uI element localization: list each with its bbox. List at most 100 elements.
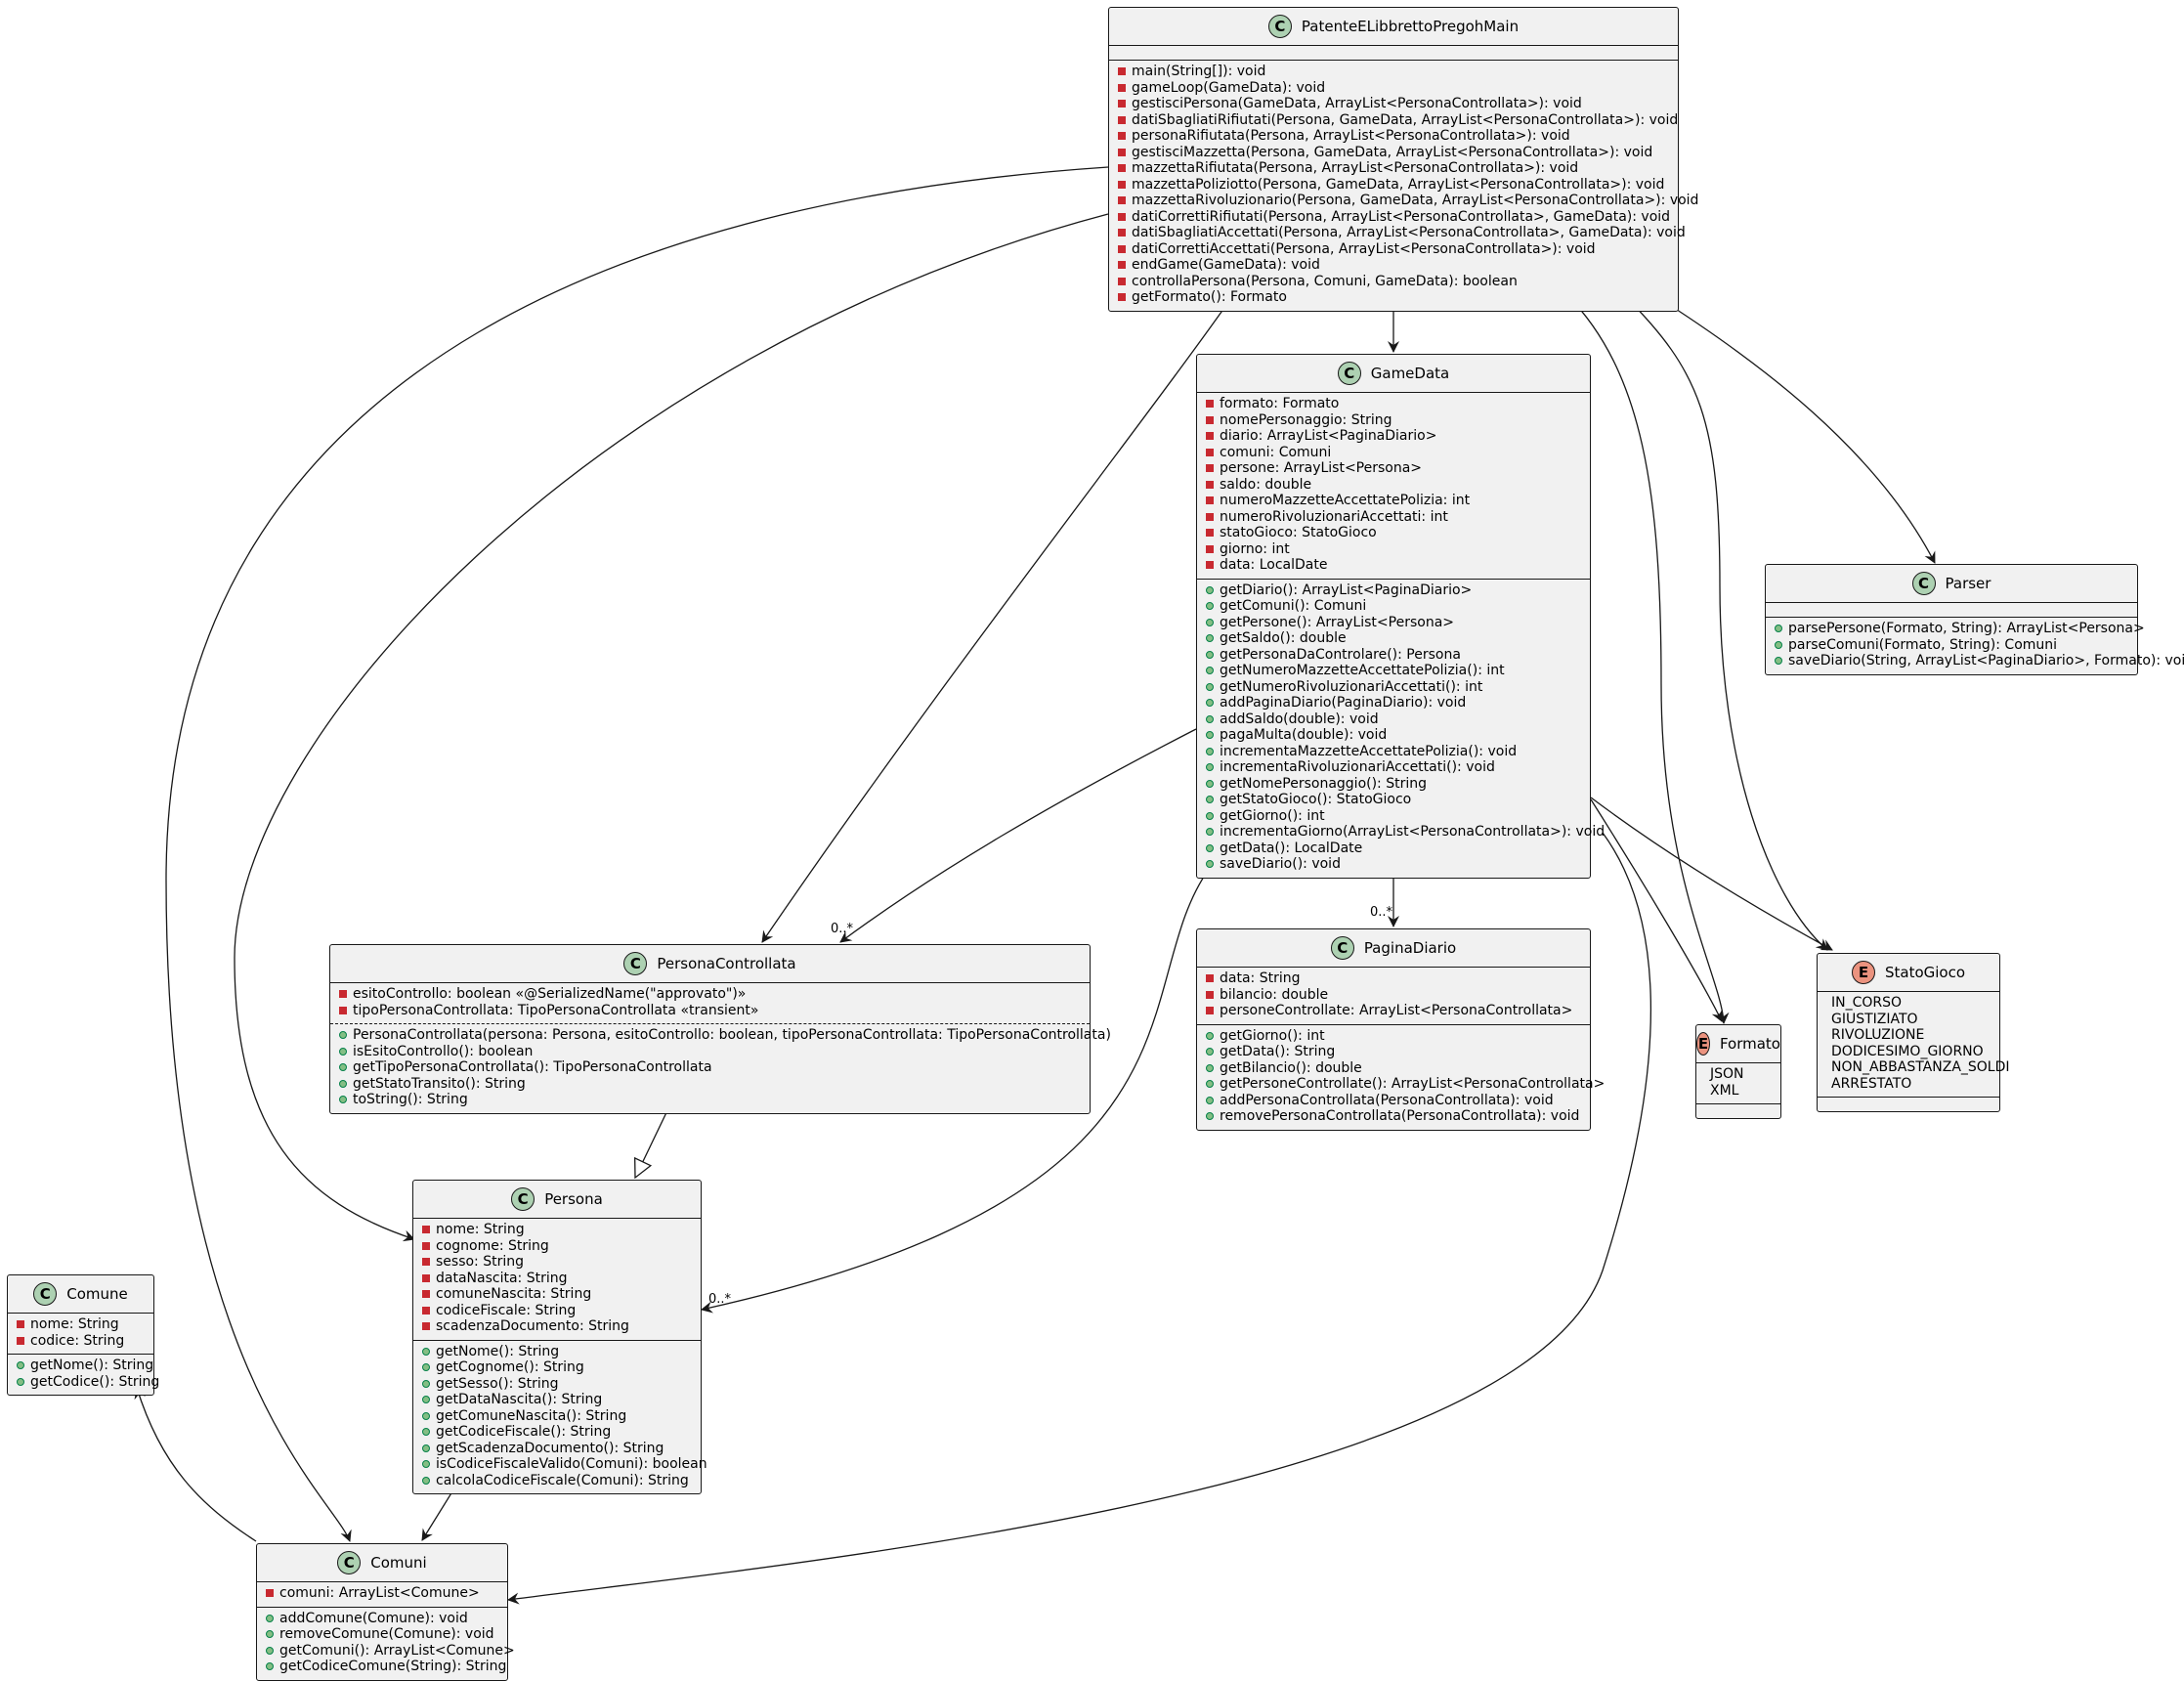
node-title: Comune	[66, 1285, 128, 1303]
class-badge-icon: C	[1268, 15, 1292, 38]
public-visibility-icon	[1206, 715, 1214, 723]
enum-constant: XML	[1696, 1083, 1780, 1099]
private-visibility-icon	[1206, 529, 1214, 537]
member-row: parseComuni(Formato, String): Comuni	[1766, 637, 2137, 654]
public-visibility-icon	[1206, 796, 1214, 803]
multiplicity-gamedata-personacontrollata: 0..*	[831, 922, 853, 936]
public-visibility-icon	[422, 1396, 430, 1403]
member-row: personaRifiutata(Persona, ArrayList<Pers…	[1109, 128, 1678, 145]
member-text: comuni: ArrayList<Comune>	[279, 1585, 480, 1602]
member-text: getCognome(): String	[436, 1359, 584, 1376]
member-row: data: LocalDate	[1197, 557, 1590, 574]
member-row: getData(): String	[1197, 1044, 1590, 1060]
member-text: getSesso(): String	[436, 1376, 559, 1393]
private-visibility-icon	[1206, 1007, 1214, 1014]
node-header[interactable]: CPatenteELibbrettoPregohMain	[1109, 8, 1678, 45]
class-badge-icon: C	[337, 1551, 361, 1574]
member-text: main(String[]): void	[1132, 64, 1265, 80]
member-text: sesso: String	[436, 1254, 524, 1271]
multiplicity-gamedata-persona: 0..*	[708, 1292, 731, 1307]
member-text: data: LocalDate	[1220, 557, 1327, 574]
node-header[interactable]: CPersonaControllata	[330, 945, 1090, 982]
member-row: persone: ArrayList<Persona>	[1197, 460, 1590, 477]
enum-statogioco[interactable]: EStatoGiocoIN_CORSOGIUSTIZIATORIVOLUZION…	[1817, 953, 2000, 1112]
member-text: controllaPersona(Persona, Comuni, GameDa…	[1132, 274, 1518, 290]
member-row: getTipoPersonaControllata(): TipoPersona…	[330, 1059, 1090, 1076]
field-section: nome: Stringcodice: String	[8, 1313, 153, 1354]
member-text: calcolaCodiceFiscale(Comuni): String	[436, 1473, 689, 1489]
member-row: addPaginaDiario(PaginaDiario): void	[1197, 695, 1590, 711]
public-visibility-icon	[1206, 844, 1214, 852]
private-visibility-icon	[1118, 67, 1126, 75]
node-header[interactable]: CParser	[1766, 565, 2137, 602]
member-text: isCodiceFiscaleValido(Comuni): boolean	[436, 1456, 707, 1473]
member-row: incrementaGiorno(ArrayList<PersonaContro…	[1197, 824, 1590, 840]
member-text: getGiorno(): int	[1220, 1028, 1325, 1045]
member-text: formato: Formato	[1220, 396, 1339, 412]
member-row: datiSbagliatiRifiutati(Persona, GameData…	[1109, 112, 1678, 129]
private-visibility-icon	[422, 1226, 430, 1233]
node-title: PaginaDiario	[1364, 939, 1456, 957]
edge-comuni-comune	[137, 1388, 256, 1541]
member-text: comuneNascita: String	[436, 1286, 591, 1303]
class-main[interactable]: CPatenteELibbrettoPregohMain main(String[…	[1108, 7, 1679, 312]
enum-badge-icon: E	[1696, 1032, 1710, 1056]
member-text: nome: String	[436, 1222, 525, 1238]
member-text: mazzettaPoliziotto(Persona, GameData, Ar…	[1132, 177, 1664, 194]
private-visibility-icon	[1118, 100, 1126, 108]
member-row: getBilancio(): double	[1197, 1060, 1590, 1077]
node-header[interactable]: C PaginaDiario	[1197, 929, 1590, 967]
private-visibility-icon	[1118, 261, 1126, 269]
public-visibility-icon	[422, 1444, 430, 1452]
member-text: saveDiario(): void	[1220, 856, 1341, 873]
enum-constant: NON_ABBASTANZA_SOLDI	[1818, 1059, 1999, 1076]
member-row: giorno: int	[1197, 541, 1590, 558]
public-visibility-icon	[1206, 763, 1214, 771]
member-text: diario: ArrayList<PaginaDiario>	[1220, 428, 1436, 445]
member-row: addSaldo(double): void	[1197, 711, 1590, 728]
public-visibility-icon	[1775, 625, 1782, 632]
member-text: datiSbagliatiRifiutati(Persona, GameData…	[1132, 112, 1678, 129]
member-row: getGiorno(): int	[1197, 808, 1590, 825]
node-header[interactable]: EStatoGioco	[1818, 954, 1999, 991]
class-persona[interactable]: CPersonanome: Stringcognome: Stringsesso…	[412, 1180, 702, 1494]
node-header[interactable]: C Comune	[8, 1275, 153, 1313]
member-row: main(String[]): void	[1109, 64, 1678, 80]
node-title: PersonaControllata	[657, 955, 795, 972]
node-header[interactable]: E Formato	[1696, 1025, 1780, 1062]
member-row: removeComune(Comune): void	[257, 1626, 507, 1643]
member-row: getPersonaDaControlare(): Persona	[1197, 647, 1590, 664]
member-text: getGiorno(): int	[1220, 808, 1325, 825]
member-text: data: String	[1220, 970, 1300, 987]
member-row: nome: String	[413, 1222, 701, 1238]
node-title: Formato	[1720, 1035, 1780, 1053]
member-row: mazzettaRivoluzionario(Persona, GameData…	[1109, 193, 1678, 209]
class-badge-icon: C	[1331, 936, 1354, 960]
member-text: getCodice(): String	[30, 1374, 159, 1391]
class-comune[interactable]: CComunenome: Stringcodice: StringgetNome…	[7, 1274, 154, 1396]
member-text: addSaldo(double): void	[1220, 711, 1379, 728]
member-row: formato: Formato	[1197, 396, 1590, 412]
method-section: PersonaControllata(persona: Persona, esi…	[330, 1023, 1090, 1113]
field-section	[1766, 602, 2137, 617]
class-personacontrollata[interactable]: CPersonaControllataesitoControllo: boole…	[329, 944, 1091, 1114]
member-text: pagaMulta(double): void	[1220, 727, 1387, 744]
node-header[interactable]: CPersona	[413, 1181, 701, 1218]
member-text: incrementaGiorno(ArrayList<PersonaContro…	[1220, 824, 1605, 840]
member-text: tipoPersonaControllata: TipoPersonaContr…	[353, 1003, 758, 1019]
class-parser[interactable]: CParserparsePersone(Formato, String): Ar…	[1765, 564, 2138, 675]
public-visibility-icon	[1206, 1112, 1214, 1120]
public-visibility-icon	[1206, 651, 1214, 659]
class-badge-icon: C	[33, 1282, 57, 1306]
node-header[interactable]: CComuni	[257, 1544, 507, 1581]
enum-formato[interactable]: EFormatoJSONXML	[1695, 1024, 1781, 1119]
private-visibility-icon	[1206, 974, 1214, 982]
class-paginadiario[interactable]: CPaginaDiariodata: Stringbilancio: doubl…	[1196, 928, 1591, 1131]
private-visibility-icon	[1118, 84, 1126, 92]
member-row: pagaMulta(double): void	[1197, 727, 1590, 744]
node-header[interactable]: CGameData	[1197, 355, 1590, 392]
class-gamedata[interactable]: CGameDataformato: FormatonomePersonaggio…	[1196, 354, 1591, 879]
member-text: getComuneNascita(): String	[436, 1408, 626, 1425]
class-comuni[interactable]: CComunicomuni: ArrayList<Comune>addComun…	[256, 1543, 508, 1681]
member-text: getScadenzaDocumento(): String	[436, 1441, 664, 1457]
